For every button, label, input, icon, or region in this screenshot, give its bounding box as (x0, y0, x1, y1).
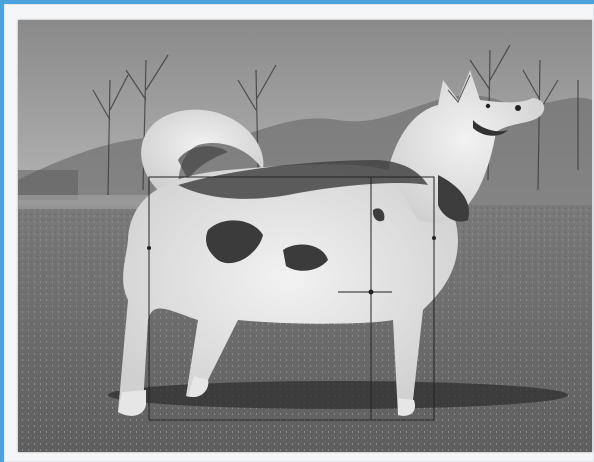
dog-photo (18, 20, 592, 452)
measurement-overlay (147, 176, 436, 421)
dog-shadow (108, 381, 568, 409)
dog (118, 70, 545, 416)
